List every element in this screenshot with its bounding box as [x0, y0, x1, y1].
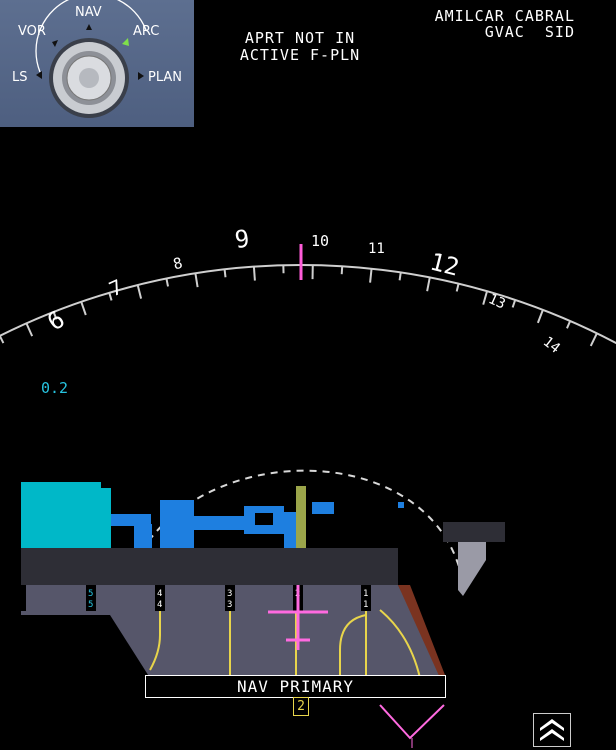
gate-label-bg-4 — [155, 585, 165, 611]
compass-tick — [52, 311, 58, 320]
heading-label-14: 14 — [540, 334, 563, 357]
mode-label-plan[interactable]: PLAN — [148, 70, 182, 85]
terrain-blue-2 — [134, 524, 152, 548]
gate-label-3: 3 — [227, 589, 232, 599]
range-ring — [124, 469, 461, 588]
gate-label-3b: 3 — [227, 600, 232, 610]
aircraft-symbol-icon — [268, 585, 328, 650]
message-line-1: APRT NOT IN — [244, 29, 356, 47]
plan-pointer-icon — [138, 72, 144, 80]
vor-pointer-icon — [52, 40, 58, 47]
mode-label-nav[interactable]: NAV — [75, 5, 102, 20]
ls-pointer-icon — [36, 71, 42, 79]
knob-center — [79, 68, 99, 88]
compass-arc — [0, 264, 616, 345]
nav-primary-banner: NAV PRIMARY — [145, 675, 446, 698]
compass-tick — [589, 332, 598, 347]
compass-tick — [194, 273, 199, 288]
range-label: 0.2 — [41, 379, 68, 397]
gate-label-5b: 5 — [88, 600, 93, 610]
arc-pointer-icon — [122, 38, 129, 46]
gate-label-bg-3 — [225, 585, 235, 611]
remote-stand-lead — [458, 542, 486, 596]
heading-label-6: 6 — [42, 305, 70, 336]
airport-info: GVAC SID — [484, 23, 575, 41]
heading-label-11: 11 — [368, 241, 385, 257]
gate-label-1: 1 — [363, 589, 368, 599]
mode-label-arc[interactable]: ARC — [133, 24, 160, 39]
compass-tick — [536, 309, 544, 324]
heading-label-13: 13 — [486, 291, 508, 312]
apron-edge — [398, 585, 445, 678]
airport-map: 5 5 4 4 3 3 2 1 1 — [18, 469, 505, 748]
heading-label-10: 10 — [311, 232, 329, 250]
terrain-block-cyan — [21, 482, 101, 548]
compass-tick — [398, 272, 402, 281]
gate-label-4b: 4 — [157, 600, 162, 610]
runway-badge: 2 — [293, 697, 309, 716]
terrain-blue-3 — [160, 500, 194, 548]
gate-label-bg-1 — [361, 585, 371, 611]
mode-label-vor[interactable]: VOR — [18, 24, 46, 39]
mode-selector-panel: LS VOR NAV ARC PLAN — [0, 0, 194, 127]
compass-tick — [25, 322, 34, 337]
terrain-blue-6 — [284, 512, 298, 548]
mode-arc-line — [35, 0, 147, 73]
flight-path-chevron-icon — [379, 704, 445, 740]
compass-rose: 10 11 12 13 14 9 8 7 6 0.2 — [0, 225, 616, 397]
heading-label-12: 12 — [427, 248, 462, 282]
terrain-blue-4 — [194, 516, 244, 530]
gate-label-bg-5 — [86, 585, 96, 611]
mode-selector-graphic — [35, 0, 147, 118]
terrain-blue-1 — [111, 514, 151, 526]
expand-button[interactable] — [533, 713, 571, 747]
compass-tick — [566, 320, 572, 329]
compass-ticks — [0, 264, 616, 347]
compass-tick — [223, 269, 227, 278]
heading-label-8: 8 — [171, 254, 184, 274]
compass-tick — [0, 335, 5, 344]
compass-tick — [108, 292, 113, 301]
remote-stand — [443, 522, 505, 542]
double-chevron-up-icon — [540, 719, 564, 741]
compass-tick — [369, 268, 373, 283]
terrain-blue-8 — [398, 502, 404, 508]
gate-label-5: 5 — [88, 589, 93, 599]
compass-tick — [426, 277, 431, 292]
tower-marker — [296, 486, 306, 548]
compass-tick — [482, 290, 489, 305]
gate-label-1b: 1 — [363, 600, 368, 610]
compass-tick — [455, 283, 460, 292]
heading-label-9: 9 — [233, 225, 251, 255]
terrain-blue-7 — [312, 502, 334, 514]
airport-name: AMILCAR CABRAL — [434, 7, 575, 25]
terrain-blue-5-hole — [255, 513, 273, 525]
gate-5-edge — [18, 585, 26, 611]
gate-label-4: 4 — [157, 589, 162, 599]
message-line-2: ACTIVE F-PLN — [239, 46, 361, 64]
compass-tick — [252, 266, 256, 281]
mode-label-ls[interactable]: LS — [12, 70, 28, 85]
terminal-building — [21, 548, 398, 590]
compass-tick — [511, 299, 517, 308]
compass-tick — [136, 284, 143, 299]
terrain-block-cyan-2 — [101, 488, 111, 548]
nav-pointer-icon — [86, 24, 92, 30]
compass-tick — [80, 301, 87, 316]
compass-tick — [165, 278, 170, 287]
